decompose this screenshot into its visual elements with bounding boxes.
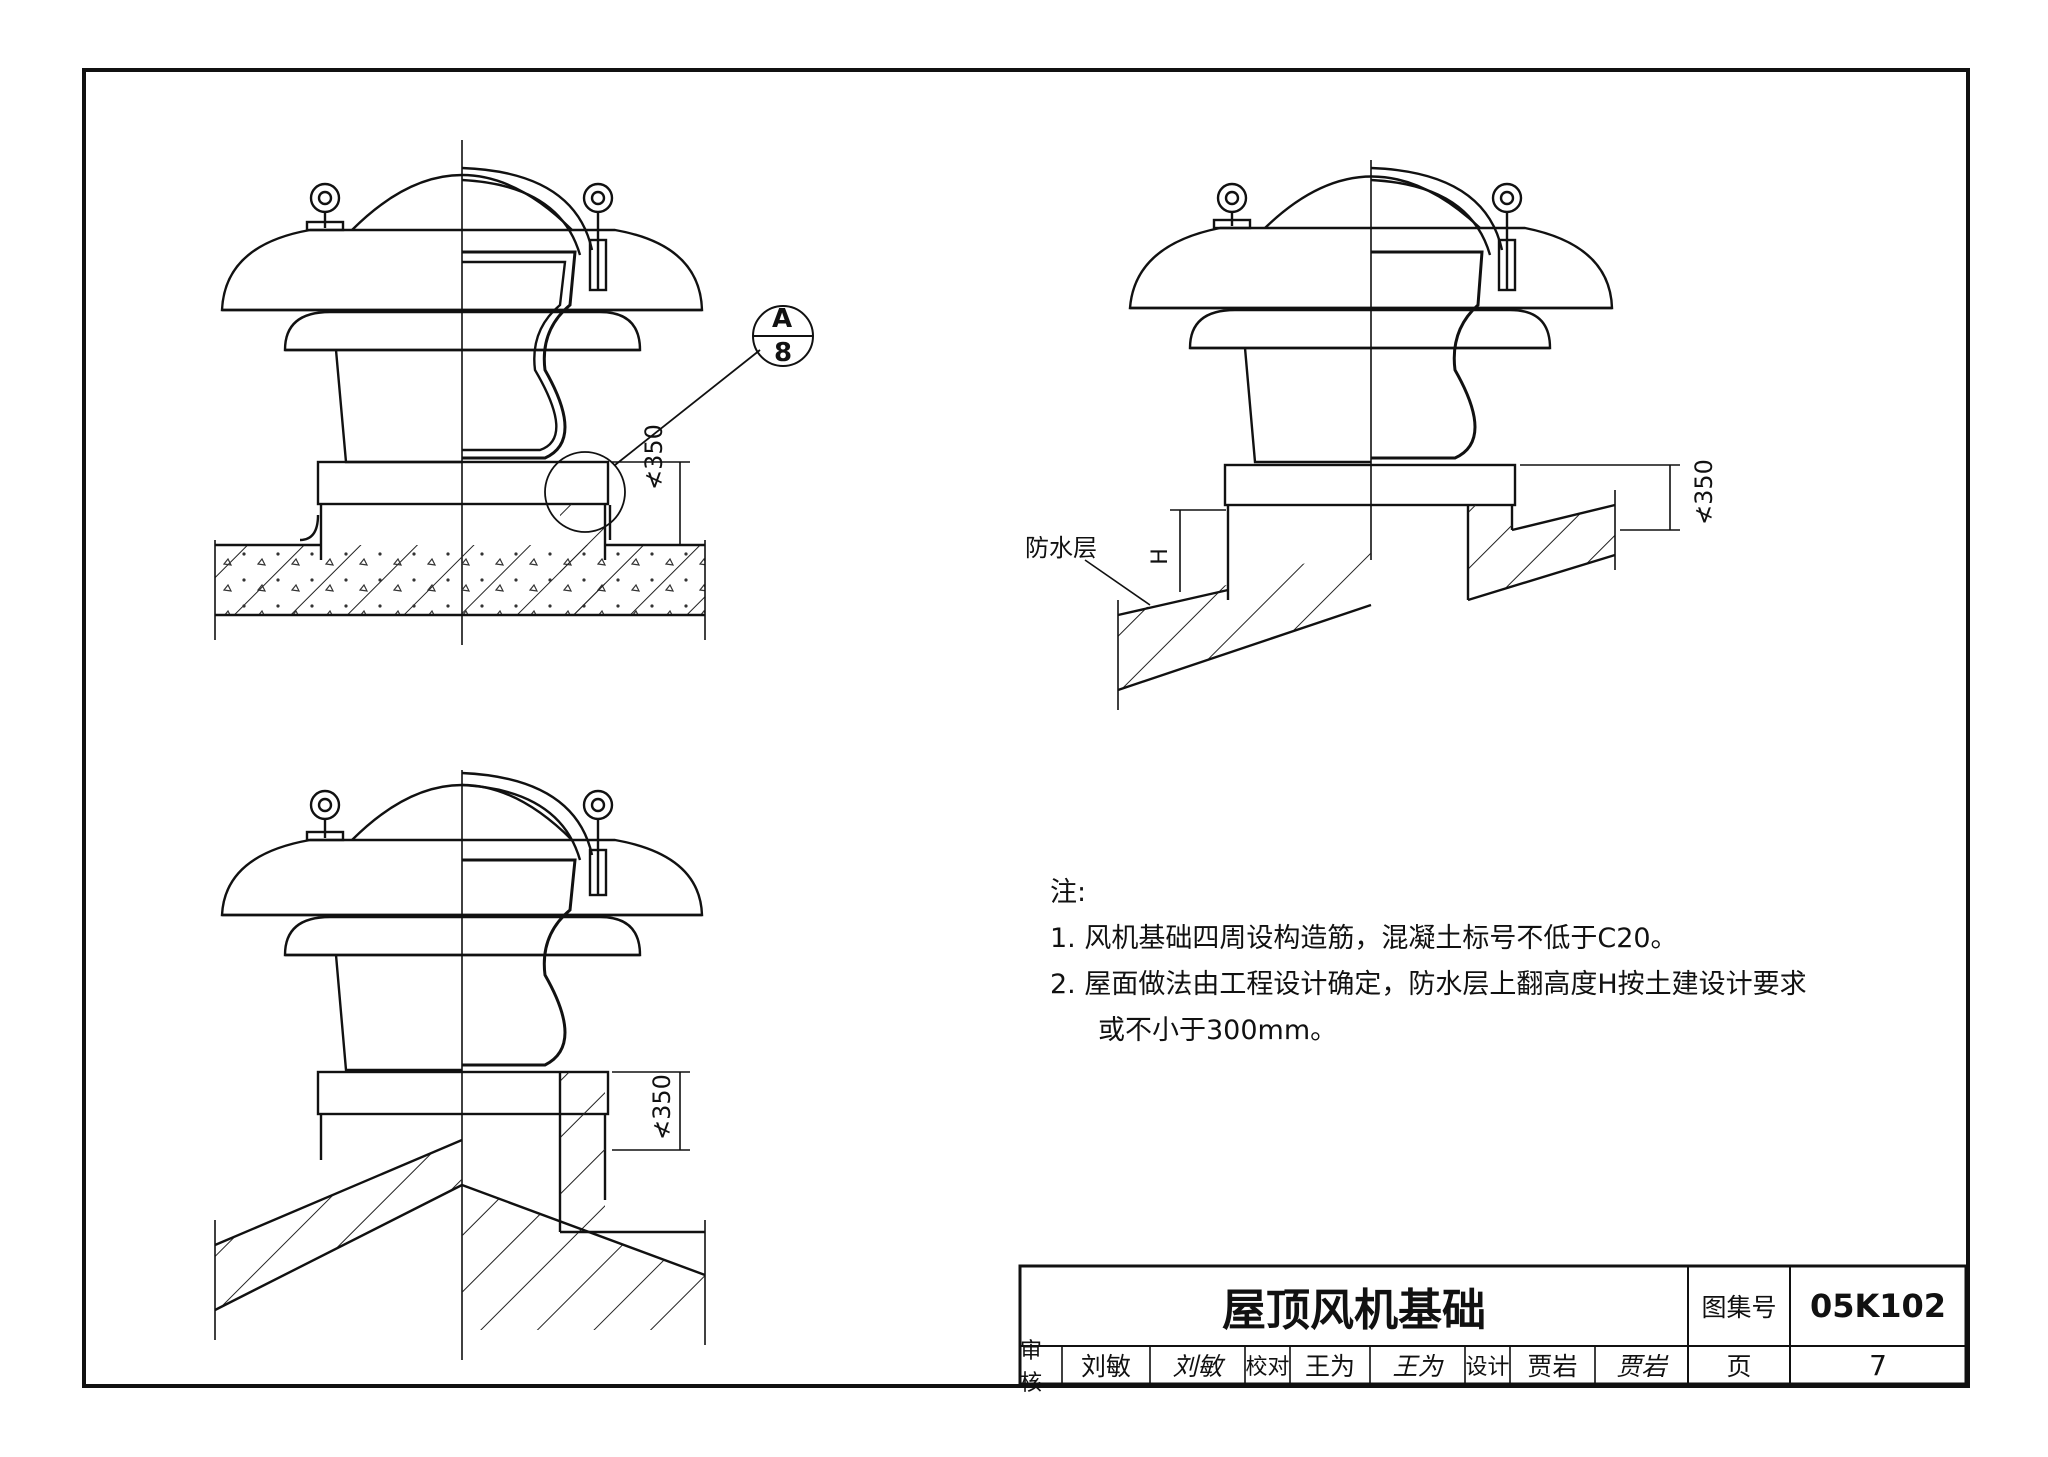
check-signature: 王为 <box>1392 1352 1443 1381</box>
design-name: 贾岩 <box>1527 1352 1578 1381</box>
atlas-label: 图集号 <box>1701 1293 1777 1322</box>
waterproof-layer-label: 防水层 <box>1025 534 1097 562</box>
detail-ref-page: 8 <box>774 338 793 368</box>
page-number: 7 <box>1869 1348 1887 1382</box>
review-signature: 刘敏 <box>1172 1352 1223 1381</box>
title-block-grid <box>1018 1264 1968 1386</box>
notes-heading: 注: <box>1050 877 1087 908</box>
notes: 注: 1. 风机基础四周设构造筋，混凝土标号不低于C20。 2. 屋面做法由工程… <box>1050 870 1807 1054</box>
fan-ridge-roof <box>214 770 706 1360</box>
fan-flat-roof <box>214 140 814 645</box>
dim-350-label-2: ≮350 <box>1690 459 1718 525</box>
note-item-2-continued: 或不小于300mm。 <box>1098 1015 1338 1046</box>
page-label: 页 <box>1726 1352 1752 1381</box>
fan-sloped-roof <box>1084 160 1680 710</box>
design-signature: 贾岩 <box>1616 1352 1667 1381</box>
check-name: 王为 <box>1304 1352 1355 1381</box>
design-label: 设计 <box>1465 1355 1510 1380</box>
check-label: 校对 <box>1245 1355 1290 1380</box>
detail-ref-letter: A <box>772 304 793 334</box>
dim-350-label-3: ≮350 <box>648 1074 676 1140</box>
drawing-frame <box>82 68 1970 1388</box>
dim-h-label: H <box>1147 548 1173 565</box>
review-label: 审核 <box>1020 1339 1043 1396</box>
note-item-1: 1. 风机基础四周设构造筋，混凝土标号不低于C20。 <box>1050 923 1678 954</box>
drawing-title: 屋顶风机基础 <box>1222 1285 1486 1336</box>
dim-350-label-1: ≮350 <box>640 424 668 490</box>
atlas-number: 05K102 <box>1809 1287 1947 1325</box>
review-name: 刘敏 <box>1080 1352 1131 1381</box>
note-item-2: 2. 屋面做法由工程设计确定，防水层上翻高度H按土建设计要求 <box>1050 969 1807 1000</box>
